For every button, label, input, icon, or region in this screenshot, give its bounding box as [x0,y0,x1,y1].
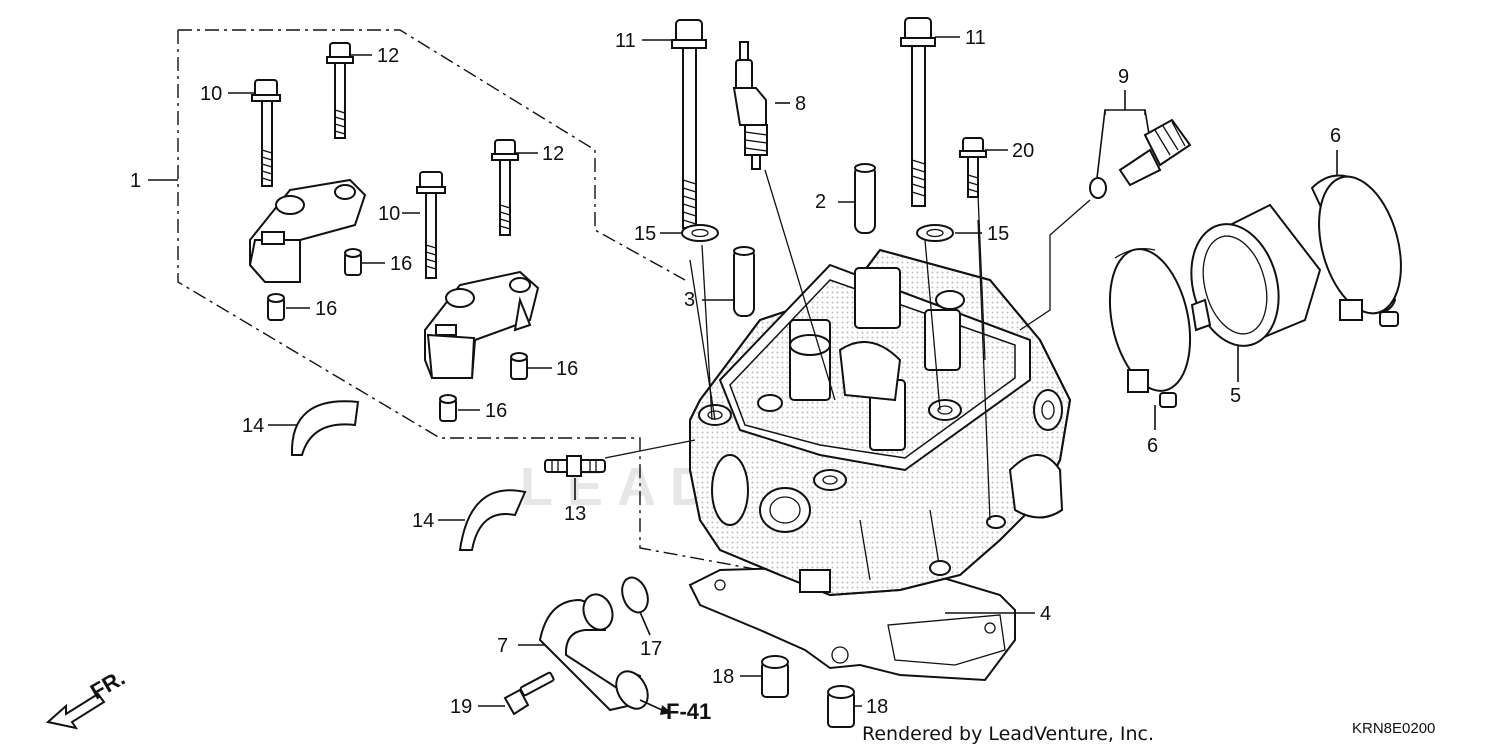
camshaft-holder-center [424,270,540,379]
stud-13 [544,455,606,477]
callout-lines [228,36,1338,707]
label-14-lower: 14 [412,510,434,532]
label-16-c: 16 [556,358,578,380]
dowel-pin-16c [510,352,528,380]
label-6-lower: 6 [1147,435,1158,457]
label-7: 7 [497,635,508,657]
dowel-pin-16b [267,293,285,321]
label-10-left: 10 [200,83,222,105]
dowel-18-upper [761,655,789,698]
intake-clamp-6-lower [1108,247,1192,408]
label-19: 19 [450,696,472,718]
bolt-10-left [251,79,281,187]
intake-boot-5 [1190,203,1322,347]
diagram-code: KRN8E0200 [1352,720,1435,737]
half-moon-seal-14a [290,400,360,456]
label-18-lower: 18 [866,696,888,718]
bolt-20 [959,137,987,198]
label-5: 5 [1230,385,1241,407]
bolt-12-center [491,139,519,236]
cylinder-head [688,248,1072,682]
valve-guide-3 [733,246,755,317]
label-8: 8 [795,93,806,115]
label-16-b: 16 [315,298,337,320]
label-2: 2 [815,191,826,213]
label-17: 17 [640,638,662,660]
bolt-11-right [900,17,936,207]
half-moon-seal-14b [458,489,527,551]
label-18-upper: 18 [712,666,734,688]
label-15-right: 15 [987,223,1009,245]
o-ring-17 [621,576,649,614]
render-credit: Rendered by LeadVenture, Inc. [862,723,1154,745]
front-arrow-icon [45,692,106,730]
label-10-center: 10 [378,203,400,225]
bolt-11-left [671,19,707,229]
label-14-upper: 14 [242,415,264,437]
bolt-19 [503,671,555,716]
reference-label: F-41 [666,699,711,724]
label-12-left: 12 [377,45,399,67]
label-6-upper: 6 [1330,125,1341,147]
label-20: 20 [1012,140,1034,162]
dowel-pin-16d [439,394,457,422]
spark-plug-8 [732,41,768,170]
label-13: 13 [564,503,586,525]
valve-guide-2 [854,163,876,234]
temperature-sensor-9 [1089,118,1192,199]
label-16-a: 16 [390,253,412,275]
water-joint-7 [538,593,649,712]
reference-arrow [639,699,672,715]
dowel-18-lower [827,685,855,728]
dowel-pin-16a [344,248,362,276]
label-15-left: 15 [634,223,656,245]
label-16-d: 16 [485,400,507,422]
callout-labels: 1 2 3 4 5 6 6 7 8 9 10 10 11 11 12 12 13… [130,27,1341,718]
label-12-center: 12 [542,143,564,165]
bolt-10-center [416,171,446,279]
label-11-right: 11 [965,27,986,49]
label-1: 1 [130,170,141,192]
label-11-left: 11 [615,30,636,52]
label-4: 4 [1040,603,1051,625]
bolt-12-left [326,42,354,139]
washer-15-right [916,224,954,242]
label-3: 3 [684,289,695,311]
intake-clamp-6-upper [1310,174,1402,327]
washer-15-left [681,224,719,242]
label-9: 9 [1118,66,1129,88]
camshaft-holder-left [248,178,367,283]
